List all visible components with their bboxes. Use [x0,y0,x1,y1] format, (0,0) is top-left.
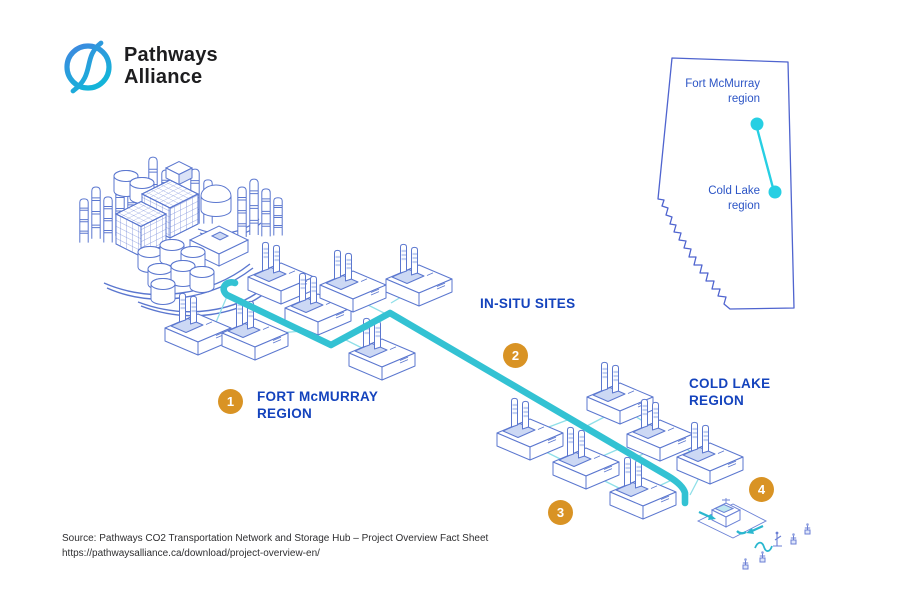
heading-in-situ-sites: IN-SITU SITES [480,295,575,312]
source-url: https://pathwaysalliance.ca/download/pro… [62,548,320,559]
source-line1: Source: Pathways CO2 Transportation Netw… [62,533,489,544]
map-label-fort-mcmurray-line2: region [728,92,760,105]
well-pump [754,531,782,552]
brand-name-line2: Alliance [124,66,203,88]
brand-lockup: Pathways Alliance [60,36,218,96]
heading-cold-lake-line1: COLD LAKE [689,376,771,391]
in-situ-facilities [163,241,745,521]
step-marker-4: 4 [749,477,774,502]
step-marker-3-number: 3 [556,505,565,520]
map-dot-cold-lake [768,185,782,199]
map-label-cold-lake-line2: region [728,199,760,212]
wellhead-icon [759,550,766,563]
step-marker-4-number: 4 [757,482,766,497]
heading-in-situ-line1: IN-SITU SITES [480,296,576,311]
map-label-fort-mcmurray: Fort McMurray region [650,77,760,106]
wellhead-icon [804,522,811,535]
hub-building [710,498,742,528]
storage-hub [696,498,811,570]
heading-cold-lake-line2: REGION [689,393,745,408]
step-marker-1-number: 1 [226,394,235,409]
wellhead-icon [742,557,749,570]
heading-fort-mcmurray-region: FORT McMURRAY REGION [257,388,378,422]
hub-pipes [698,510,764,535]
heading-fort-mcmurray-line2: REGION [257,406,313,421]
map-dot-fort-mcmurray [750,117,764,131]
wellhead-icon [790,532,797,545]
pathways-logo-icon [64,40,112,94]
heading-cold-lake-region: COLD LAKE REGION [689,375,770,409]
alberta-map [657,57,795,310]
map-label-cold-lake-line1: Cold Lake [708,185,760,197]
map-route-line [755,127,775,189]
step-marker-3: 3 [548,500,573,525]
map-label-fort-mcmurray-line1: Fort McMurray [685,78,760,90]
brand-name: Pathways Alliance [124,44,218,88]
heading-fort-mcmurray-line1: FORT McMURRAY [257,389,379,404]
co2-pipeline [220,279,689,507]
step-marker-2-number: 2 [511,348,520,363]
brand-name-line1: Pathways [124,44,218,66]
step-marker-1: 1 [218,389,243,414]
industrial-complex [79,156,283,317]
source-note: Source: Pathways CO2 Transportation Netw… [62,531,488,561]
map-label-cold-lake: Cold Lake region [650,184,760,213]
step-marker-2: 2 [503,343,528,368]
